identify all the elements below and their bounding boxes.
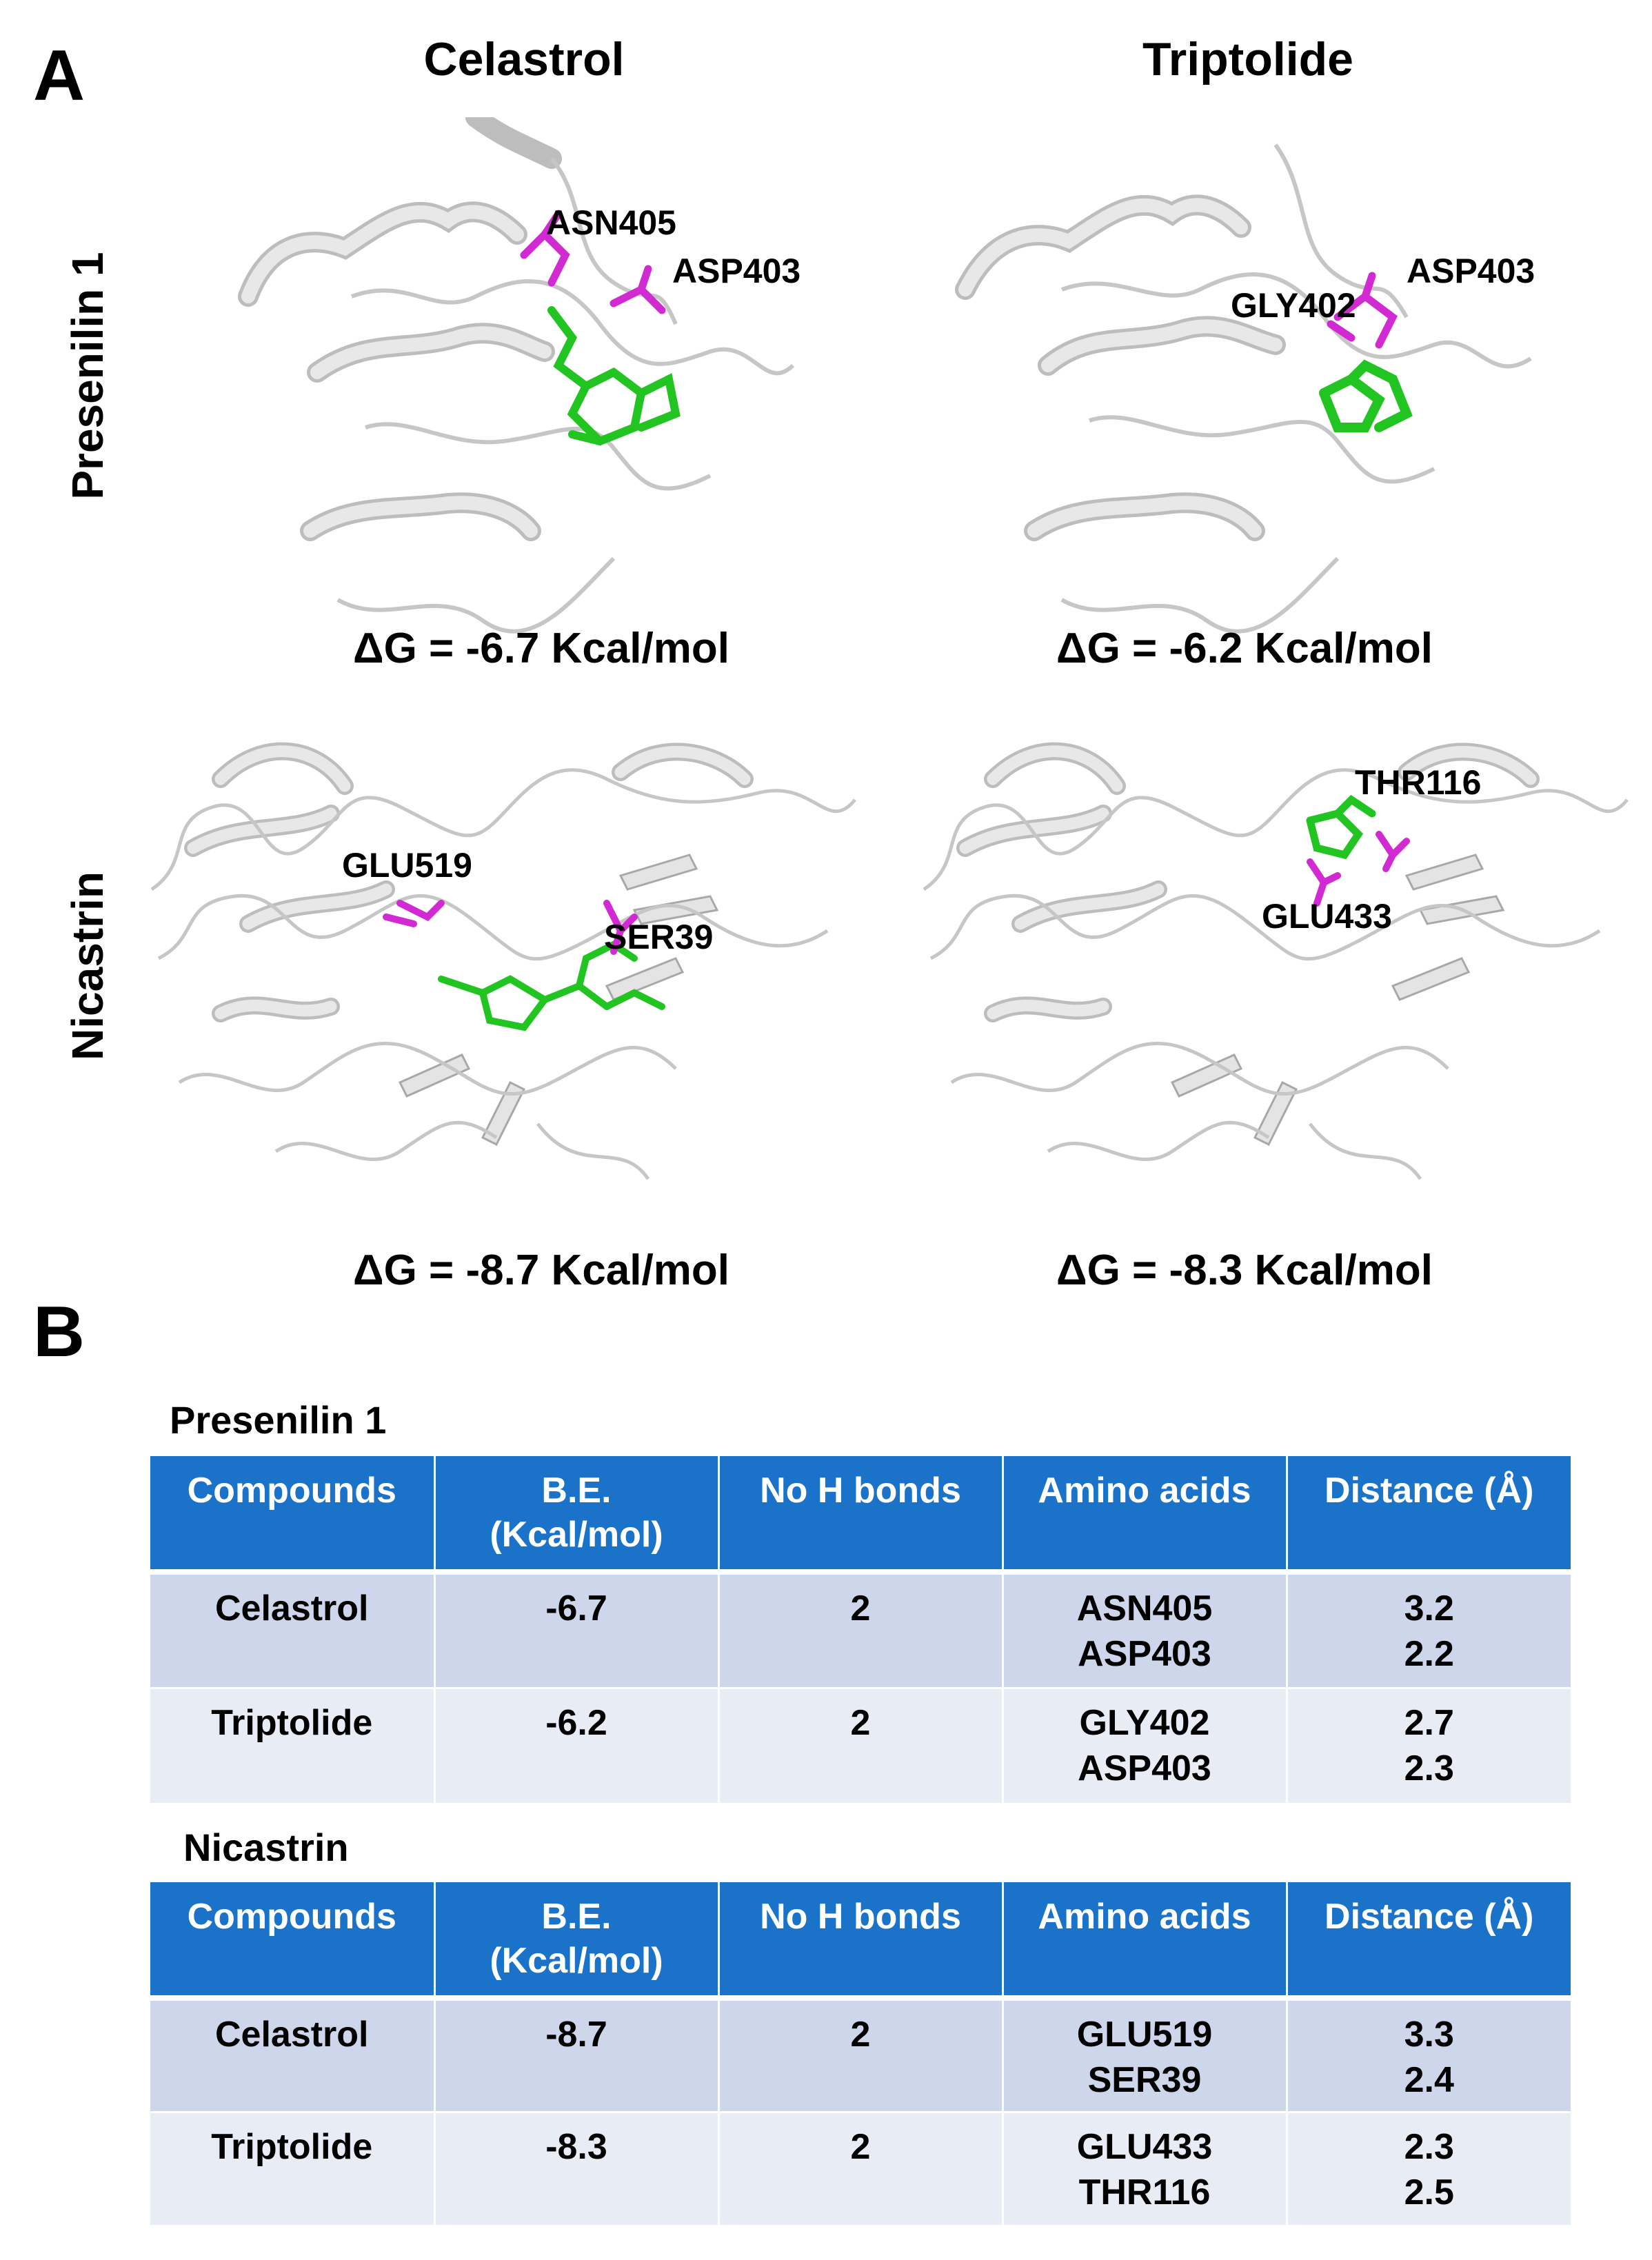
cell-binding-energy: -6.7 — [434, 1572, 720, 1689]
header-binding-energy: B.E. (Kcal/mol) — [434, 1456, 720, 1575]
amino-acid: ASP403 — [1078, 1748, 1211, 1788]
residue-label: ASP403 — [672, 252, 801, 290]
header-compounds: Compounds — [150, 1882, 436, 2001]
panel-letter-b: B — [33, 1292, 85, 1372]
cell-binding-energy: -8.7 — [434, 1998, 720, 2113]
distance-value: 2.7 — [1404, 1702, 1454, 1743]
distance-value: 3.2 — [1404, 1588, 1454, 1628]
distance-value: 2.4 — [1404, 2060, 1454, 2100]
header-amino-acids: Amino acids — [1003, 1456, 1288, 1575]
cell-compound: Triptolide — [150, 2112, 436, 2227]
cell-distance: 3.3 2.4 — [1287, 1998, 1571, 2113]
table-row: Celastrol -6.7 2 ASN405 ASP403 3.2 2.2 — [150, 1572, 1571, 1689]
cell-h-bonds: 2 — [718, 1998, 1004, 2113]
table-row: Triptolide -8.3 2 GLU433 THR116 2.3 2.5 — [150, 2112, 1571, 2227]
header-amino-acids: Amino acids — [1003, 1882, 1288, 2001]
residue-label: GLU433 — [1262, 897, 1392, 936]
cell-distance: 2.7 2.3 — [1287, 1688, 1571, 1805]
column-title-triptolide: Triptolide — [1142, 33, 1353, 85]
amino-acid: GLU433 — [1076, 2126, 1213, 2167]
cell-binding-energy: -8.3 — [434, 2112, 720, 2227]
cell-distance: 2.3 2.5 — [1287, 2112, 1571, 2227]
header-h-bonds: No H bonds — [718, 1456, 1004, 1575]
distance-value: 2.3 — [1404, 2126, 1454, 2167]
cell-amino-acids: GLY402 ASP403 — [1003, 1688, 1288, 1805]
structure-nicastrin-celastrol — [138, 696, 869, 1227]
panel-letter-a: A — [33, 36, 85, 116]
column-title-celastrol: Celastrol — [423, 33, 625, 85]
amino-acid: ASP403 — [1078, 1634, 1211, 1674]
header-compounds: Compounds — [150, 1456, 436, 1575]
structure-presenilin1-triptolide — [951, 117, 1558, 641]
amino-acid: SER39 — [1087, 2060, 1202, 2100]
residue-label: THR116 — [1355, 763, 1482, 802]
delta-g-label: ΔG = -8.7 Kcal/mol — [353, 1247, 729, 1294]
row-title-presenilin1: Presenilin 1 — [63, 252, 112, 500]
distance-value: 2.2 — [1404, 1634, 1454, 1674]
residue-label: ASP403 — [1407, 252, 1535, 290]
cell-compound: Celastrol — [150, 1998, 436, 2113]
cell-h-bonds: 2 — [718, 1688, 1004, 1805]
amino-acid: GLY402 — [1079, 1702, 1210, 1743]
structure-presenilin1-celastrol — [228, 117, 834, 641]
header-distance: Distance (Å) — [1287, 1882, 1571, 2001]
header-h-bonds: No H bonds — [718, 1882, 1004, 2001]
header-binding-energy: B.E. (Kcal/mol) — [434, 1882, 720, 2001]
residue-label: GLY402 — [1231, 286, 1356, 325]
residue-label: ASN405 — [546, 203, 676, 242]
cell-binding-energy: -6.2 — [434, 1688, 720, 1805]
docking-table-presenilin1: Compounds B.E. (Kcal/mol) No H bonds Ami… — [150, 1456, 1571, 1805]
cell-h-bonds: 2 — [718, 1572, 1004, 1689]
table-row: Celastrol -8.7 2 GLU519 SER39 3.3 2.4 — [150, 1998, 1571, 2113]
residue-label: GLU519 — [342, 846, 472, 885]
table-header-row: Compounds B.E. (Kcal/mol) No H bonds Ami… — [150, 1456, 1571, 1575]
amino-acid: GLU519 — [1076, 2015, 1213, 2055]
residue-label: SER39 — [604, 918, 714, 956]
amino-acid: ASN405 — [1076, 1588, 1213, 1628]
delta-g-label: ΔG = -6.7 Kcal/mol — [353, 625, 729, 672]
distance-value: 2.3 — [1404, 1748, 1454, 1788]
table-title-nicastrin: Nicastrin — [183, 1826, 349, 1869]
cell-h-bonds: 2 — [718, 2112, 1004, 2227]
table-row: Triptolide -6.2 2 GLY402 ASP403 2.7 2.3 — [150, 1688, 1571, 1805]
docking-table-nicastrin: Compounds B.E. (Kcal/mol) No H bonds Ami… — [150, 1882, 1571, 2227]
cell-compound: Celastrol — [150, 1572, 436, 1689]
structure-nicastrin-triptolide — [910, 696, 1641, 1227]
header-distance: Distance (Å) — [1287, 1456, 1571, 1575]
delta-g-label: ΔG = -8.3 Kcal/mol — [1056, 1247, 1433, 1294]
cell-amino-acids: GLU519 SER39 — [1003, 1998, 1288, 2113]
table-header-row: Compounds B.E. (Kcal/mol) No H bonds Ami… — [150, 1882, 1571, 2001]
row-title-nicastrin: Nicastrin — [63, 871, 112, 1060]
cell-amino-acids: ASN405 ASP403 — [1003, 1572, 1288, 1689]
table-title-presenilin1: Presenilin 1 — [170, 1398, 387, 1442]
cell-compound: Triptolide — [150, 1688, 436, 1805]
cell-distance: 3.2 2.2 — [1287, 1572, 1571, 1689]
cell-amino-acids: GLU433 THR116 — [1003, 2112, 1288, 2227]
distance-value: 2.5 — [1404, 2172, 1454, 2212]
amino-acid: THR116 — [1078, 2172, 1211, 2212]
delta-g-label: ΔG = -6.2 Kcal/mol — [1056, 625, 1433, 672]
distance-value: 3.3 — [1404, 2015, 1454, 2055]
